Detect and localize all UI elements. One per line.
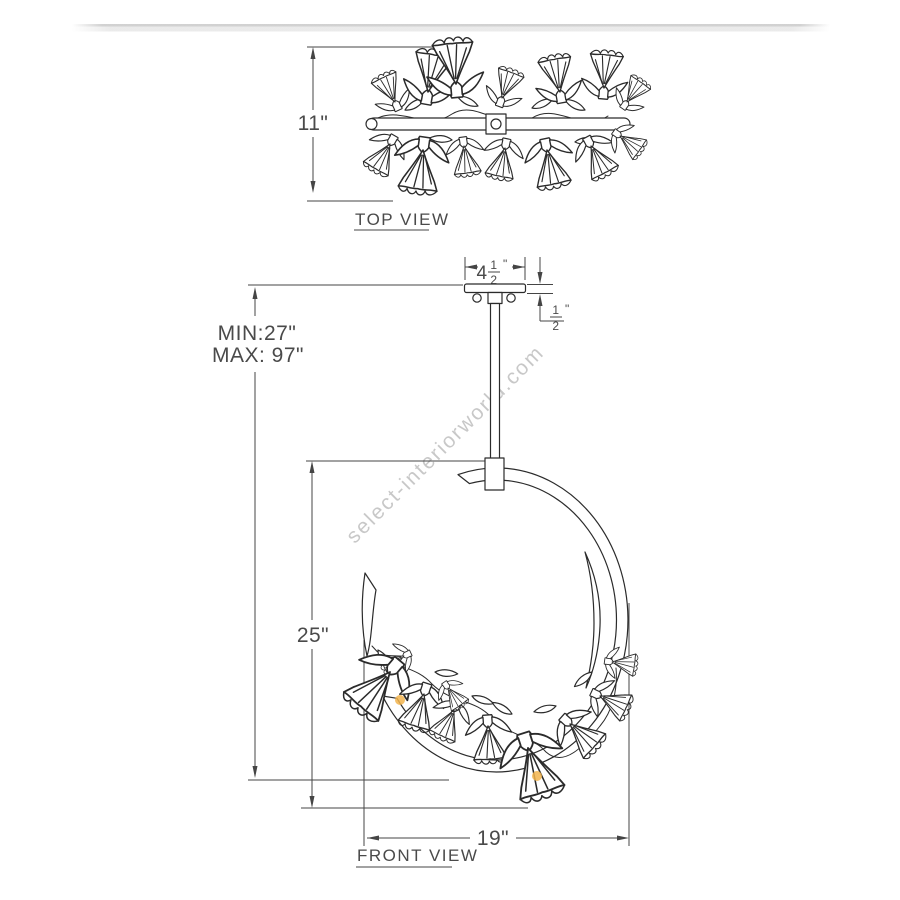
front-view: MIN:27" MAX: 97" 25" 19" 4 1 xyxy=(212,257,641,868)
canopy-thickness-frac-den: 2 xyxy=(552,319,559,333)
ring-inner-detail xyxy=(584,551,601,689)
front-view-fixture xyxy=(331,283,641,810)
watermark-text: select-interiorworld.com xyxy=(342,341,549,548)
canopy-width-unit: " xyxy=(503,257,508,271)
hang-height-dimension: MIN:27" MAX: 97" xyxy=(212,284,463,781)
canopy-width-frac-den: 2 xyxy=(490,273,497,287)
overall-width-dimension: 19" xyxy=(363,603,630,850)
ceiling-canopy xyxy=(463,283,527,294)
canopy-thickness-frac-num: 1 xyxy=(552,303,559,317)
top-view-label: TOP VIEW xyxy=(355,210,450,229)
top-view-depth-dimension: 11" xyxy=(298,46,449,202)
overall-width-value: 19" xyxy=(477,827,509,850)
ring-height-value: 25" xyxy=(297,624,329,647)
ring-height-dimension: 25" xyxy=(297,460,528,809)
top-depth-value: 11" xyxy=(298,112,329,135)
canopy-width-frac-num: 1 xyxy=(490,258,497,272)
bulb-glow xyxy=(395,695,405,705)
page-top-divider xyxy=(72,24,830,32)
top-view: 11" xyxy=(298,34,658,231)
canopy-thickness-unit: " xyxy=(565,302,570,316)
garland xyxy=(331,638,641,810)
canopy-thickness-dimension: 1 2 " xyxy=(527,257,570,333)
top-view-fixture xyxy=(355,34,658,200)
canopy-screw xyxy=(472,293,482,303)
canopy-width-dimension: 4 1 2 " xyxy=(464,257,526,287)
bulb-glow xyxy=(532,771,542,781)
down-rod xyxy=(489,302,501,461)
ring xyxy=(361,467,629,773)
canopy-screw xyxy=(506,293,516,303)
ring-left-crescent xyxy=(361,572,377,657)
canopy-width-whole: 4 xyxy=(476,263,487,284)
ring-connector xyxy=(484,457,505,491)
front-view-label: FRONT VIEW xyxy=(357,846,478,865)
hang-max-value: MAX: 97" xyxy=(212,344,304,367)
hang-min-value: MIN:27" xyxy=(218,322,297,345)
ring-band xyxy=(382,467,629,773)
stem-nut xyxy=(487,291,503,305)
